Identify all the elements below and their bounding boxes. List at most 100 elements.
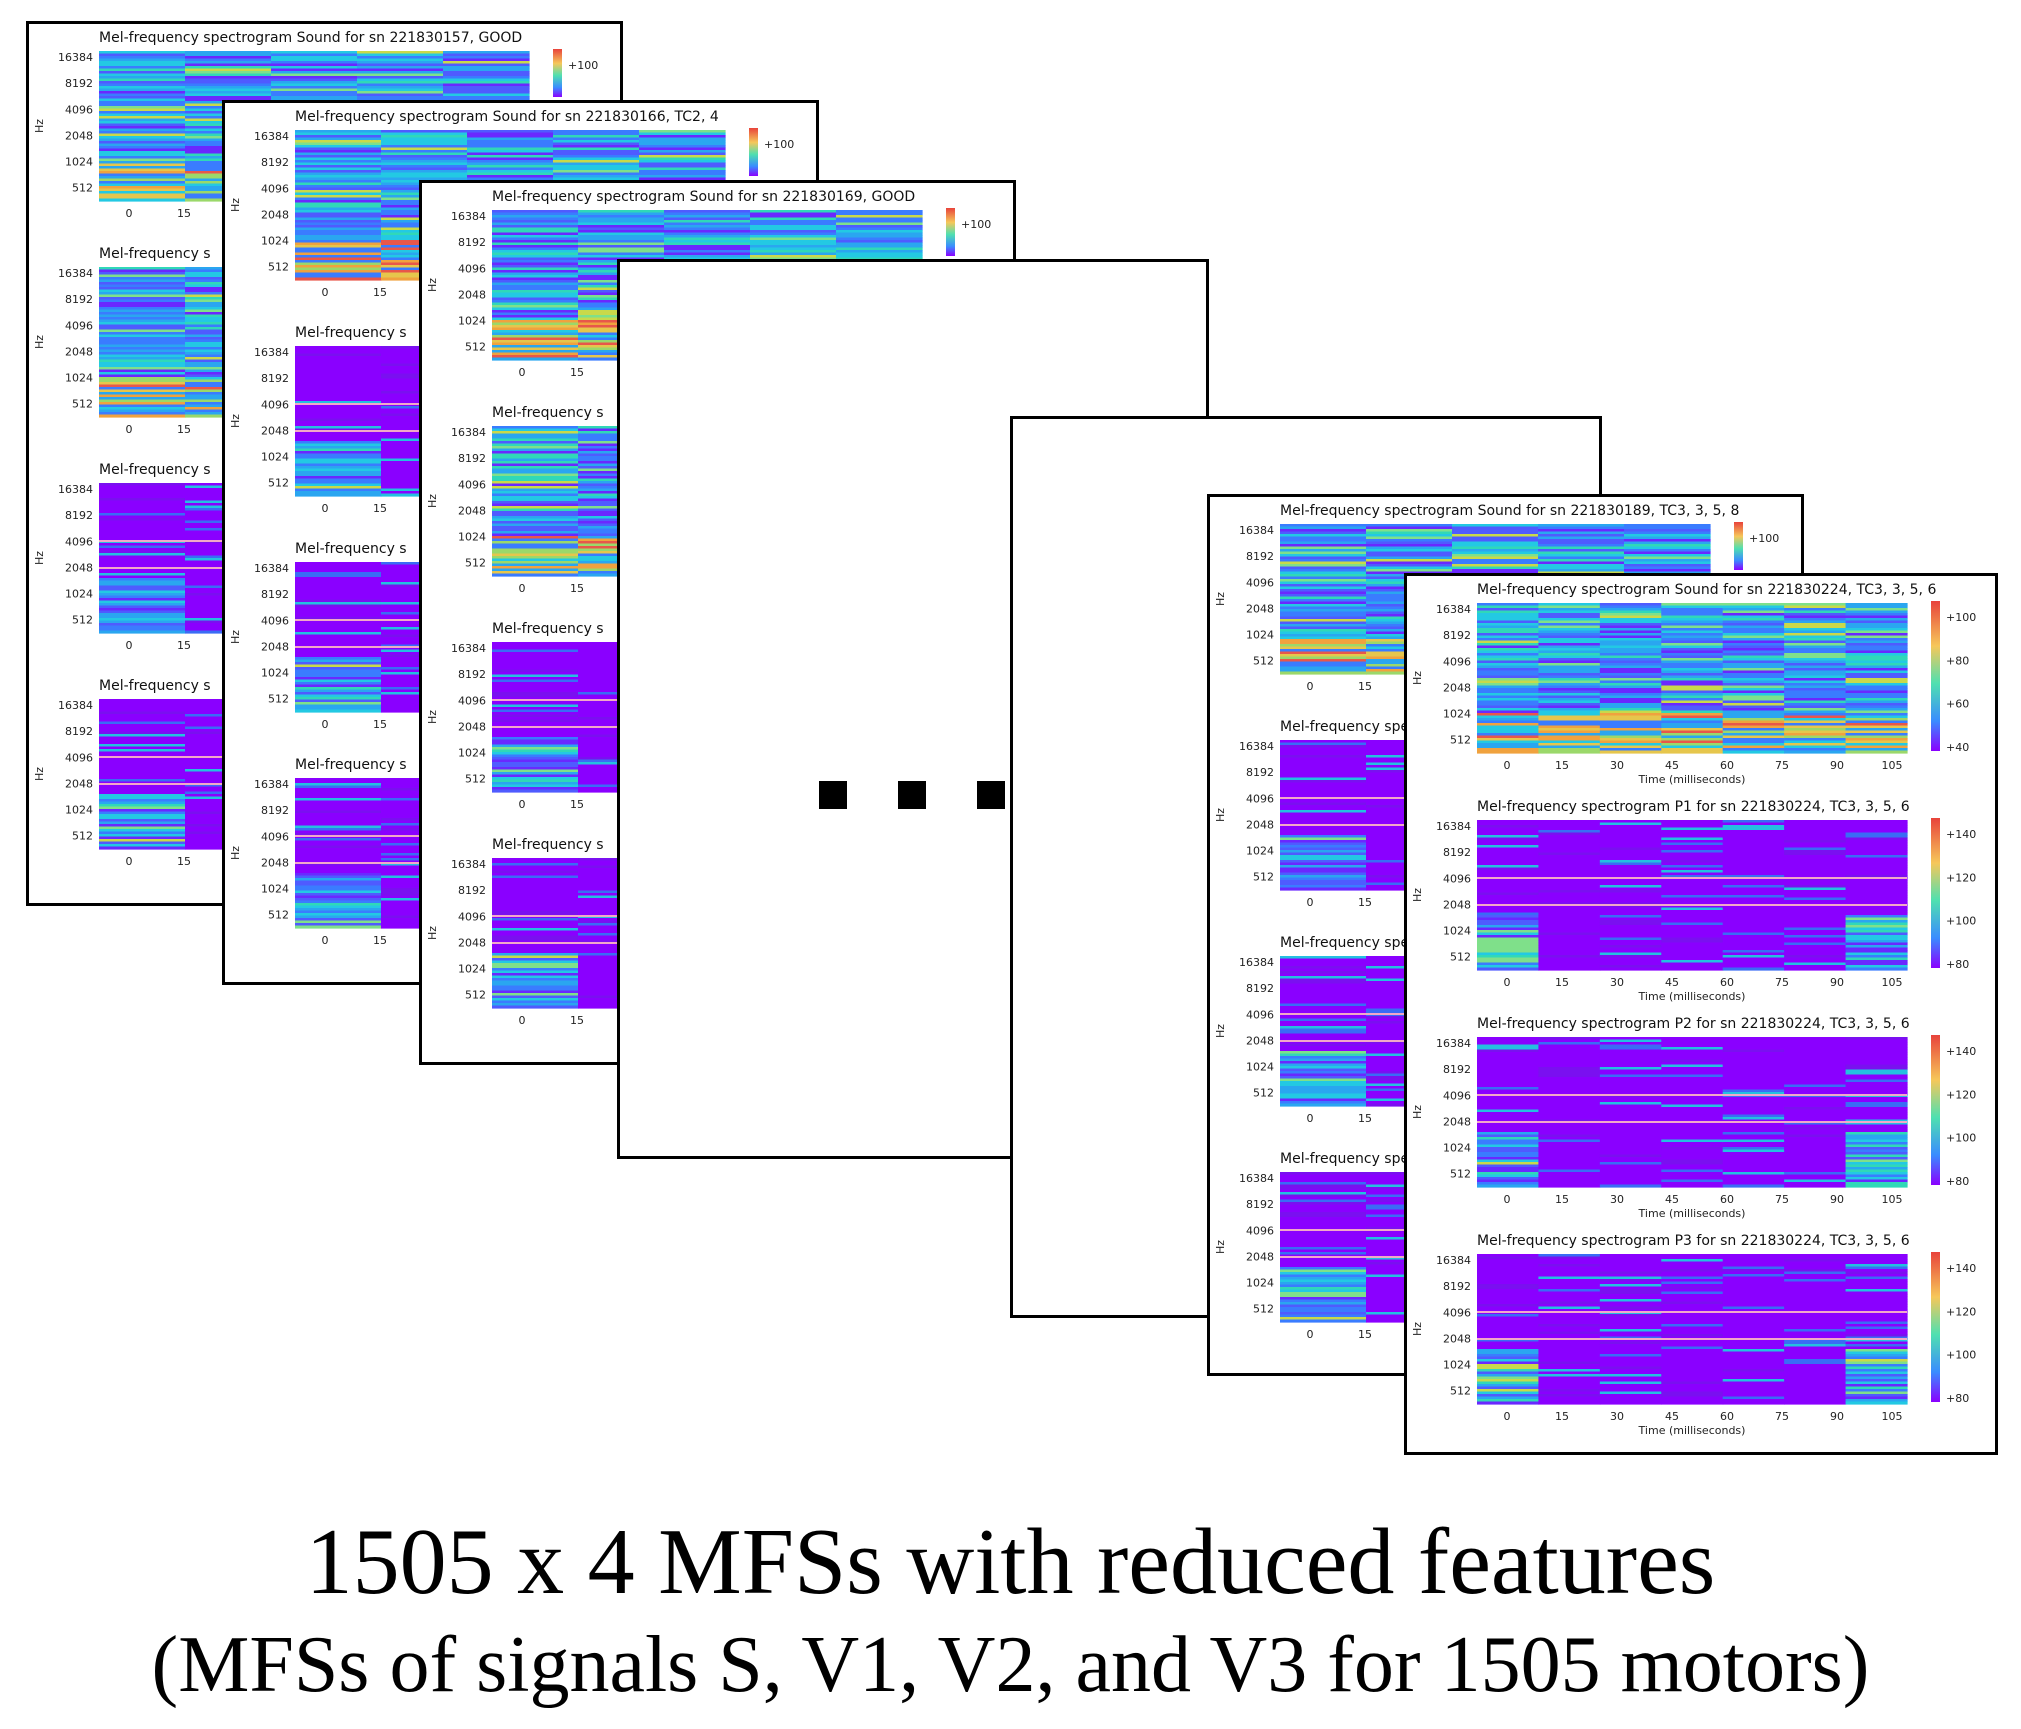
- spectrogram-cell: [99, 347, 186, 351]
- spectrogram-cell: [492, 342, 579, 346]
- spectrogram-cell: [1280, 1101, 1367, 1105]
- spectrogram-cell: [295, 162, 382, 166]
- spectrogram-cell: [1280, 581, 1367, 585]
- spectrogram-cell: [492, 468, 579, 472]
- spectrogram-cell: [271, 61, 358, 65]
- spectrogram-cell: [99, 111, 186, 115]
- spectrogram-cell: [1280, 986, 1367, 990]
- spectrogram-cell: [578, 240, 665, 244]
- spectrogram-cell: [639, 130, 726, 134]
- spectrogram-cell: [295, 358, 382, 362]
- spectrogram-cell: [1280, 661, 1367, 665]
- spectrogram-cell: [295, 920, 382, 924]
- spectrogram-cell: [492, 769, 579, 773]
- spectrogram-cell: [295, 466, 382, 470]
- spectrogram-cell: [381, 172, 468, 176]
- spectrogram-cell: [492, 476, 579, 480]
- spectrogram-cell: [99, 590, 186, 594]
- spectrogram-cell: [1280, 629, 1367, 633]
- spectrogram-cell: [492, 654, 579, 658]
- spectrogram-cell: [295, 237, 382, 241]
- spectrogram-cell: [467, 152, 554, 156]
- spectrogram-cell: [836, 227, 923, 231]
- spectrogram-cell: [1280, 963, 1367, 967]
- spectrogram-cell: [295, 838, 382, 842]
- spectrogram-cell: [295, 167, 382, 171]
- y-axis-label: Hz: [229, 198, 242, 212]
- spectrogram-cell: [99, 322, 186, 326]
- spectrogram-cell: [492, 779, 579, 783]
- spectrogram-cell: [492, 227, 579, 231]
- spectrogram-cell: [295, 707, 382, 711]
- spectrogram-cell: [99, 354, 186, 358]
- spectrogram-cell: [492, 245, 579, 249]
- spectrogram-cell: [99, 518, 186, 522]
- spectrogram-cell: [1280, 870, 1367, 874]
- spectrogram-cell: [295, 416, 382, 420]
- y-tick-label: 8192: [458, 668, 486, 681]
- spectrogram-cell: [295, 622, 382, 626]
- spectrogram-cell: [357, 68, 444, 72]
- spectrogram-cell: [295, 137, 382, 141]
- spectrogram-cell: [492, 965, 579, 969]
- spectrogram-cell: [1366, 564, 1453, 568]
- spectrogram-cell: [295, 657, 382, 661]
- spectrogram-cell: [1280, 1267, 1367, 1271]
- spectrogram-cell: [1280, 765, 1367, 769]
- x-tick-label: 0: [126, 207, 133, 220]
- spectrogram-cell: [271, 66, 358, 70]
- spectrogram-cell: [185, 63, 272, 67]
- spectrogram-cell: [295, 478, 382, 482]
- spectrogram-cell: [664, 215, 751, 219]
- spectrogram-cell: [295, 803, 382, 807]
- spectrogram-cell: [271, 86, 358, 90]
- spectrogram-cell: [578, 250, 665, 254]
- spectrogram-cell: [1366, 566, 1453, 570]
- spectrogram-cell: [1280, 1078, 1367, 1082]
- spectrogram-cell: [1452, 539, 1539, 543]
- spectrogram-cell: [295, 780, 382, 784]
- spectrogram-cell: [295, 577, 382, 581]
- spectrogram-cell: [492, 548, 579, 552]
- spectrogram-cell: [1280, 1172, 1367, 1176]
- spectrogram-cell: [1280, 659, 1367, 663]
- spectrogram-cell: [578, 230, 665, 234]
- spectrogram-cell: [492, 682, 579, 686]
- spectrogram-cell: [1280, 1277, 1367, 1281]
- spectrogram-cell: [185, 53, 272, 57]
- spectrogram-cell: [99, 404, 186, 408]
- spectrogram-cell: [295, 446, 382, 450]
- spectrogram-cell: [1280, 1262, 1367, 1266]
- x-tick-label: 15: [177, 639, 191, 652]
- spectrogram-cell: [295, 235, 382, 239]
- spectrogram-cell: [492, 317, 579, 321]
- panel-title: Mel-frequency s: [295, 757, 407, 773]
- spectrogram-cell: [1280, 810, 1367, 814]
- spectrogram-cell: [1624, 529, 1711, 533]
- spectrogram-cell: [492, 541, 579, 545]
- spectrogram-cell: [99, 279, 186, 283]
- spectrogram-cell: [492, 943, 579, 947]
- spectrogram-cell: [295, 396, 382, 400]
- spectrogram-cell: [295, 684, 382, 688]
- spectrogram-cell: [1280, 1013, 1367, 1017]
- spectrogram-cell: [492, 441, 579, 445]
- spectrogram-cell: [295, 451, 382, 455]
- spectrogram-cell: [443, 51, 530, 55]
- spectrogram-cell: [295, 142, 382, 146]
- spectrogram-cell: [99, 374, 186, 378]
- spectrogram-cell: [357, 83, 444, 87]
- spectrogram-cell: [1280, 973, 1367, 977]
- spectrogram-cell: [185, 71, 272, 75]
- spectrogram-cell: [1280, 1192, 1367, 1196]
- spectrogram-cell: [381, 145, 468, 149]
- spectrogram-cell: [185, 81, 272, 85]
- spectrogram-cell: [492, 923, 579, 927]
- spectrogram-cell: [295, 584, 382, 588]
- spectrogram-cell: [295, 356, 382, 360]
- spectrogram-cell: [1280, 1239, 1367, 1243]
- spectrogram-cell: [1280, 549, 1367, 553]
- spectrogram-cell: [1280, 1309, 1367, 1313]
- spectrogram-cell: [492, 672, 579, 676]
- spectrogram-cell: [295, 810, 382, 814]
